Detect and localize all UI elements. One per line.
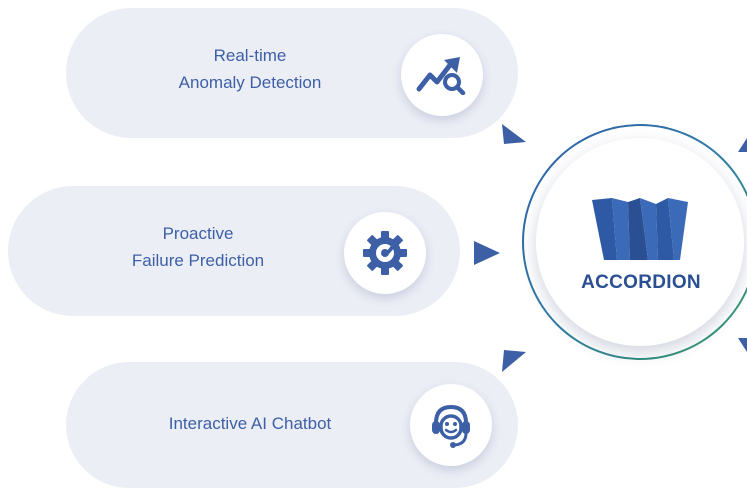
arrow-to-hub-top (502, 124, 526, 144)
feature-label-line1: Interactive AI Chatbot (168, 414, 332, 433)
arrow-out-bottom (738, 338, 747, 352)
feature-label-line2: Anomaly Detection (178, 73, 322, 92)
brand-name: ACCORDION (581, 272, 701, 293)
arrow-to-hub-middle (474, 241, 500, 265)
arrow-to-hub-bottom (502, 350, 526, 372)
chart-search-icon (416, 57, 466, 95)
gear-wrench-icon (363, 231, 407, 275)
feature-label-line1: Real-time (213, 46, 287, 65)
chart-search-icon-badge (401, 34, 483, 116)
feature-label-ai-chatbot: Interactive AI Chatbot (120, 410, 380, 437)
feature-label-line1: Proactive (162, 224, 234, 243)
accordion-logo (592, 198, 688, 260)
arrow-out-top (738, 138, 747, 152)
headset-bot-icon (432, 404, 470, 448)
gear-wrench-icon-badge (344, 212, 426, 294)
feature-label-failure-prediction: Proactive Failure Prediction (78, 220, 318, 274)
feature-label-line2: Failure Prediction (131, 251, 265, 270)
headset-bot-icon-badge (410, 384, 492, 466)
feature-label-anomaly-detection: Real-time Anomaly Detection (130, 42, 370, 96)
